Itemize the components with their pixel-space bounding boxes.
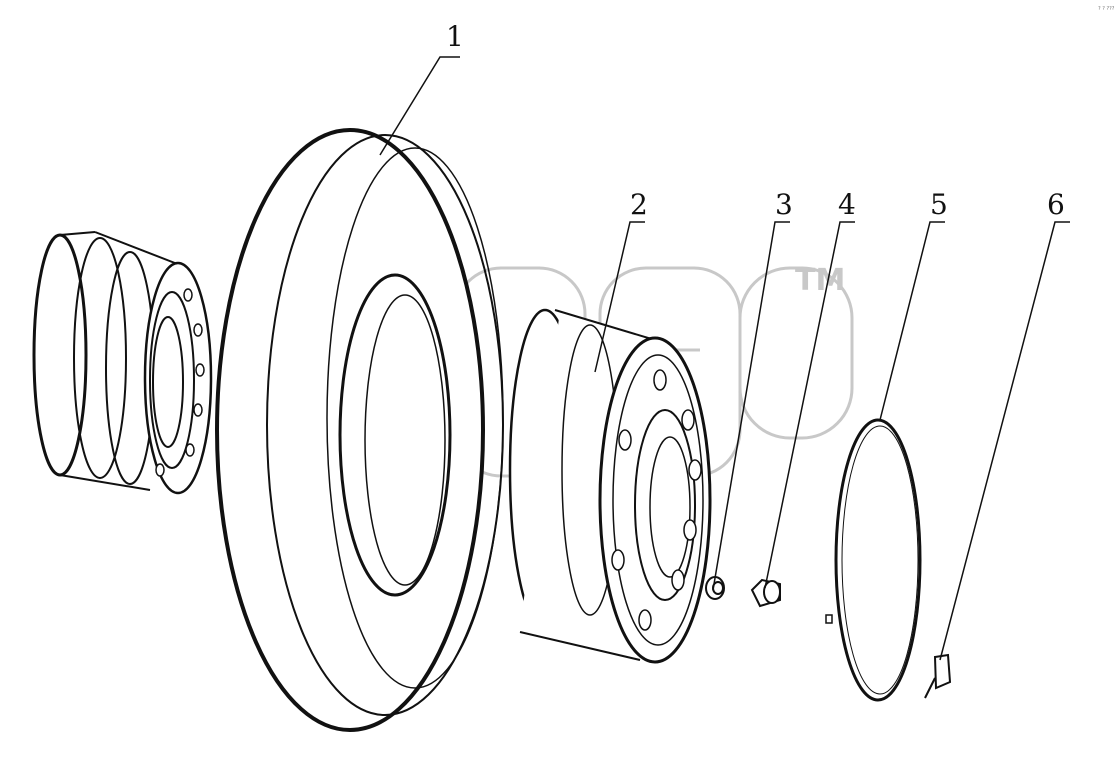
callout-4: 4 — [838, 188, 856, 221]
lock-ring — [825, 418, 922, 702]
cap-nut — [750, 578, 781, 608]
tyre — [215, 128, 504, 732]
callout-6: 6 — [1047, 188, 1065, 221]
callout-2: 2 — [630, 188, 648, 221]
wheel-nut-small — [705, 576, 725, 600]
corner-mark: ? ? ??? — [1098, 6, 1115, 12]
leader-lines — [379, 56, 1070, 661]
wheel-rim — [508, 308, 712, 664]
watermark-tm: TM — [795, 263, 845, 298]
hub-drum — [32, 231, 213, 495]
callouts: 1 2 3 4 5 6 — [446, 20, 1065, 221]
callout-3: 3 — [775, 188, 793, 221]
callout-1: 1 — [446, 20, 464, 53]
callout-5: 5 — [930, 188, 948, 221]
retaining-clip — [924, 653, 952, 699]
